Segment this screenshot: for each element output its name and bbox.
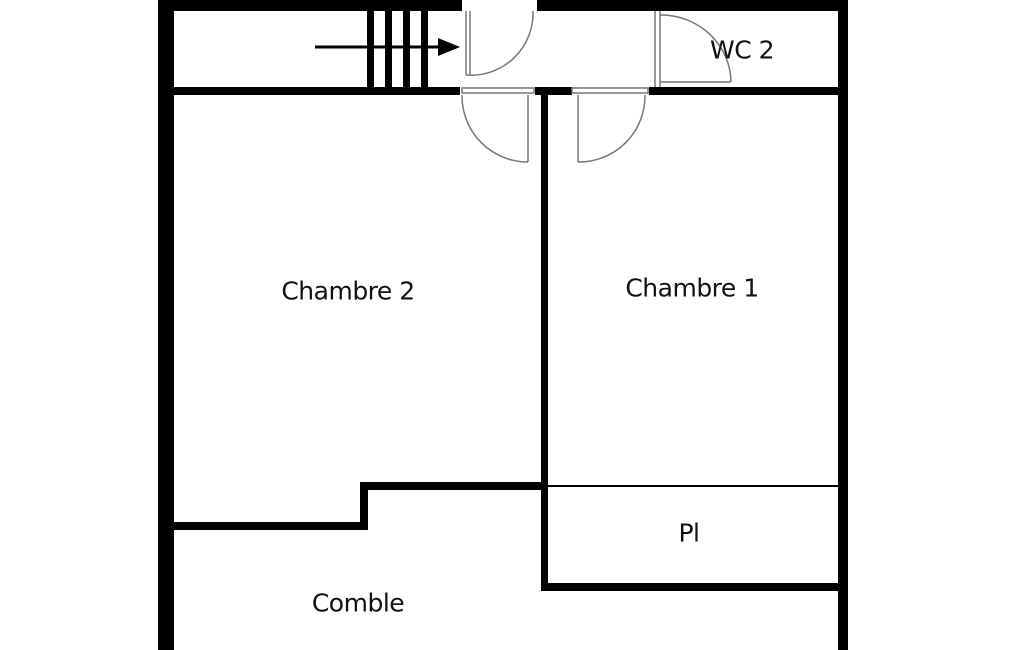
room-label-comble: Comble xyxy=(311,588,405,618)
entry-door[interactable] xyxy=(465,10,534,76)
chambre1-door[interactable] xyxy=(571,87,649,163)
bedroom-divider-wall xyxy=(541,87,548,590)
stair-tread xyxy=(403,11,410,87)
chambre2-upper-bottom-wall xyxy=(360,482,548,490)
room-label-wc2: WC 2 xyxy=(709,35,775,65)
wc-door[interactable] xyxy=(654,11,732,87)
stairs-arrow xyxy=(315,38,460,56)
outer-wall-top-right xyxy=(537,0,848,11)
chambre2-bottom-wall xyxy=(158,522,368,530)
chambre2-step-wall xyxy=(360,482,368,530)
pl-bottom-wall xyxy=(541,583,848,591)
stair-tread xyxy=(367,11,374,87)
stair-tread xyxy=(421,11,428,87)
doors xyxy=(461,10,732,163)
room-label-chambre1: Chambre 1 xyxy=(625,273,759,303)
walls xyxy=(158,0,848,650)
chambre2-door[interactable] xyxy=(461,87,535,163)
corridor-wall-right xyxy=(649,87,848,95)
corridor-wall-left xyxy=(158,87,460,95)
outer-wall-left xyxy=(158,0,174,650)
stair-tread xyxy=(385,11,392,87)
room-label-chambre2: Chambre 2 xyxy=(281,276,415,306)
corridor-wall-stub xyxy=(535,87,572,95)
outer-wall-top-left xyxy=(158,0,462,11)
outer-wall-right xyxy=(838,0,848,650)
room-label-pl: Pl xyxy=(678,518,700,548)
